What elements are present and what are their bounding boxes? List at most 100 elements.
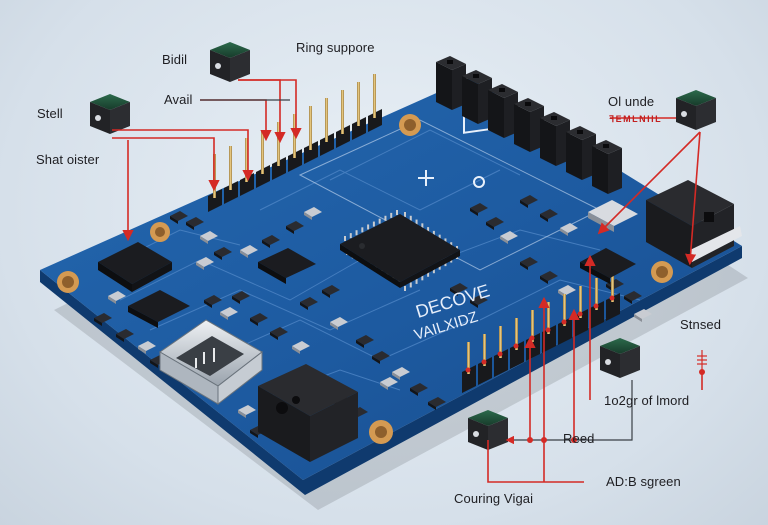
- label-couring-vigai: Couring Vigai: [454, 491, 534, 506]
- header-pin: [277, 122, 280, 166]
- header-block: [368, 109, 382, 132]
- label-avail: Avail: [164, 92, 193, 107]
- chip-pin: [438, 264, 441, 270]
- socket-front: [514, 104, 530, 152]
- socket-front: [592, 146, 608, 194]
- smd-part: [292, 341, 310, 351]
- header-marker: [577, 311, 583, 317]
- smd-part: [634, 309, 652, 319]
- header-block: [224, 181, 238, 204]
- label-ad-b-sgreen: AD:B sgreen: [606, 474, 681, 489]
- header-pin: [547, 302, 550, 334]
- module-reed-lens: [473, 431, 479, 437]
- smd-part: [186, 217, 204, 227]
- header-block: [320, 133, 334, 156]
- smd-part-side: [540, 276, 548, 284]
- smd-part: [540, 209, 558, 219]
- header-pin: [229, 146, 232, 190]
- header-pin: [531, 310, 534, 342]
- smd-part: [200, 231, 218, 241]
- smd-part-side: [450, 288, 458, 296]
- module-reed-side: [488, 418, 508, 450]
- chip-pin: [367, 224, 370, 230]
- board-edge: [40, 246, 742, 495]
- smd-part-side: [322, 290, 330, 298]
- header-block: [462, 365, 476, 393]
- header-pin: [325, 98, 328, 142]
- chip-pin: [438, 234, 441, 240]
- ic-mid: [258, 248, 316, 284]
- chip-pin: [355, 230, 358, 236]
- inline-resistor-symbol: [697, 350, 707, 372]
- smd-part: [322, 285, 340, 295]
- header-pin: [499, 326, 502, 358]
- header-marker: [465, 367, 471, 373]
- smd-part: [204, 295, 222, 305]
- smd-part-side: [150, 360, 158, 368]
- smd-part: [558, 285, 576, 295]
- header-pin: [309, 106, 312, 150]
- barrel-jack-connector: [258, 364, 358, 462]
- module-stell-side: [110, 102, 130, 134]
- smd-part-side: [250, 430, 258, 438]
- chip-pin: [427, 227, 430, 233]
- white-header-strip: [690, 226, 742, 262]
- header-marker: [497, 351, 503, 357]
- smd-part: [214, 247, 232, 257]
- module-lo2gr-lens: [605, 359, 611, 365]
- chip-pin: [415, 219, 418, 225]
- smd-part: [470, 203, 488, 213]
- socket-front: [566, 132, 582, 180]
- module-stell-lens: [95, 115, 101, 121]
- chip-pin: [349, 233, 352, 239]
- smd-part-side: [186, 222, 194, 230]
- smd-part: [428, 397, 446, 407]
- top-right-socket-row: [436, 56, 622, 194]
- smd-part-side: [470, 300, 478, 308]
- smd-part: [196, 257, 214, 267]
- header-marker: [513, 343, 519, 349]
- header-block: [590, 301, 604, 329]
- smd-part-side: [634, 314, 642, 322]
- header-marker: [609, 295, 615, 301]
- smd-part-side: [304, 212, 312, 220]
- ic-small-left: [128, 290, 190, 328]
- smd-part: [560, 223, 578, 233]
- smd-part-side: [330, 322, 338, 330]
- socket-hole: [473, 74, 479, 78]
- header-block: [336, 125, 350, 148]
- socket-front: [462, 76, 478, 124]
- header-pin: [373, 74, 376, 118]
- header-block: [606, 293, 620, 321]
- header-block: [288, 149, 302, 172]
- module-bidil-lens: [215, 63, 221, 69]
- smd-part: [170, 211, 188, 221]
- chip-pin: [421, 275, 424, 281]
- smd-part-side: [372, 356, 380, 364]
- header-marker: [561, 319, 567, 325]
- socket-front: [540, 118, 556, 166]
- label-bidil: Bidil: [162, 52, 188, 67]
- smd-part-side: [560, 228, 568, 236]
- smd-part-side: [204, 300, 212, 308]
- smd-part: [250, 313, 268, 323]
- smd-part-side: [380, 382, 388, 390]
- chip-pin: [409, 282, 412, 288]
- socket-front: [488, 90, 504, 138]
- smd-part: [116, 329, 134, 339]
- smd-part: [606, 279, 624, 289]
- header-block: [256, 165, 270, 188]
- smd-part-side: [292, 346, 300, 354]
- socket-hole: [447, 60, 453, 64]
- header-pin: [595, 278, 598, 310]
- chip-pin: [378, 218, 381, 224]
- header-pin: [611, 270, 614, 302]
- chip-pin: [432, 268, 435, 274]
- chip-pin: [409, 215, 412, 221]
- header-block: [352, 117, 366, 140]
- smd-part-side: [220, 312, 228, 320]
- leader-dots: [527, 369, 705, 443]
- chip-pin: [415, 278, 418, 284]
- smd-part: [372, 351, 390, 361]
